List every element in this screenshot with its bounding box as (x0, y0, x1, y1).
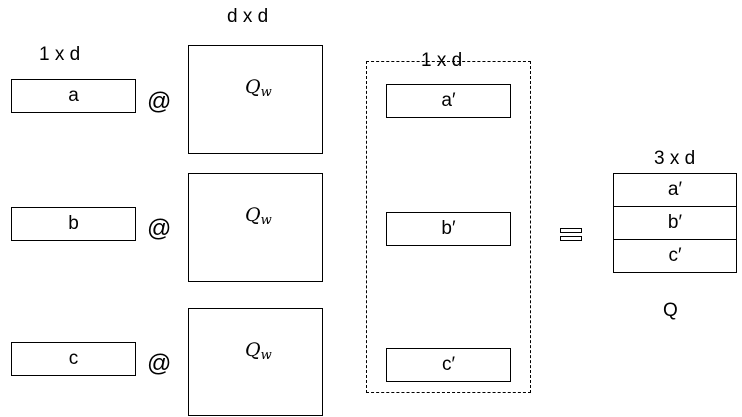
weight-matrix-qw: Qw (188, 308, 323, 416)
output-vector-a-prime: a′ (386, 84, 511, 118)
matmul-operator: @ (147, 350, 172, 377)
result-matrix-label: Q (663, 300, 678, 321)
output-vector-c-prime: c′ (386, 348, 511, 382)
output-vectors-group (366, 61, 531, 393)
weight-matrix-label: Qw (245, 204, 272, 228)
result-row-a-prime: a′ (613, 173, 737, 207)
matmul-operator: @ (147, 215, 172, 242)
matmul-operator: @ (147, 88, 172, 115)
weight-matrix-qw: Qw (188, 173, 323, 282)
input-vector-a: a (11, 79, 136, 113)
input-vector-c: c (11, 342, 136, 376)
weight-dimension-label: d x d (227, 6, 269, 27)
result-dimension-label: 3 x d (654, 148, 696, 169)
input-dimension-label: 1 x d (39, 44, 81, 65)
equals-sign-icon (560, 228, 582, 242)
result-row-b-prime: b′ (613, 206, 737, 240)
weight-matrix-qw: Qw (188, 45, 323, 154)
input-vector-b: b (11, 207, 136, 241)
output-dimension-label: 1 x d (421, 50, 463, 71)
result-matrix-q: a′ b′ c′ (613, 173, 737, 273)
output-vector-b-prime: b′ (386, 212, 511, 246)
weight-matrix-label: Qw (245, 339, 272, 363)
result-row-c-prime: c′ (613, 239, 737, 273)
weight-matrix-label: Qw (245, 76, 272, 100)
